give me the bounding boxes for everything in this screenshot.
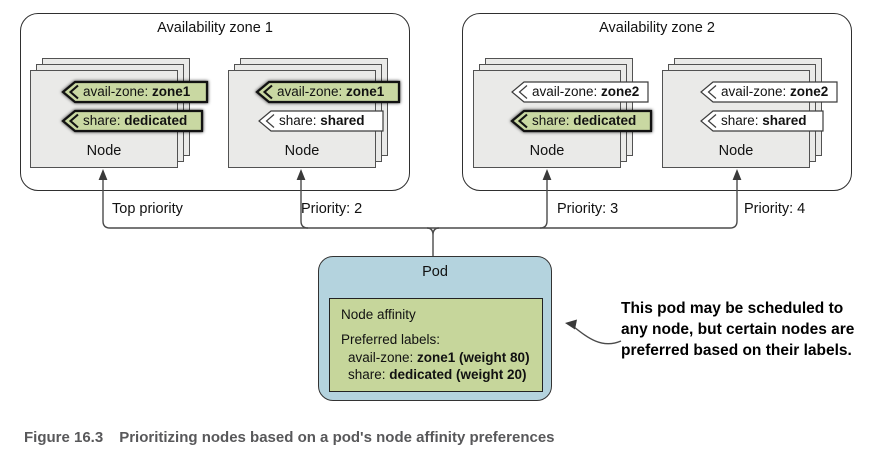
annotation-arrowhead [565,319,577,330]
annotation-text: This pod may be scheduled to any node, b… [621,300,855,359]
tag-text: share: shared [279,113,365,128]
connector-pod-drop [426,227,440,256]
preferred-label-share: share: dedicated (weight 20) [348,367,527,382]
figure-caption: Figure 16.3 Prioritizing nodes based on a… [24,429,555,446]
zone-2-title: Availability zone 2 [599,20,715,36]
node-label: Node [86,143,122,159]
tag-arrow-icon [510,109,653,133]
node-label: Node [284,143,320,159]
priority-label-4: Priority: 4 [744,201,806,217]
label-tag-availzone-zone1: avail-zone: zone1 [61,80,209,104]
zone-1-title: Availability zone 1 [157,20,273,36]
priority-label-3: Priority: 3 [557,201,619,217]
tag-arrow-icon [258,110,384,132]
node-label: Node [718,143,754,159]
pod-title: Pod [422,264,448,280]
tag-text: avail-zone: zone1 [83,84,191,99]
node-affinity-title: Node affinity [341,307,416,322]
tag-arrow-icon [61,109,204,133]
label-tag-share-dedicated: avail-zone: share: dedicated [61,109,204,133]
label-tag-share-shared: share: shared [700,110,824,132]
node-affinity-box: Node affinity Preferred labels: avail-zo… [329,298,543,392]
node-label: Node [529,143,565,159]
preferred-label-availzone: avail-zone: zone1 (weight 80) [348,350,530,365]
annotation-arrow-line [573,326,622,345]
pod-box: Pod Node affinity Preferred labels: avai… [318,256,552,401]
tag-text: share: dedicated [532,113,637,128]
tag-arrow-icon [511,81,649,103]
tag-text: avail-zone: zone1 [277,84,385,99]
priority-label-top: Top priority [112,201,183,217]
tag-text: avail-zone: share: dedicated [83,113,188,128]
label-tag-share-dedicated: share: dedicated [510,109,653,133]
label-tag-availzone-zone2: avail-zone: zone2 [511,81,649,103]
priority-label-2: Priority: 2 [301,201,363,217]
figure-caption-label: Figure 16.3 [24,429,104,446]
label-tag-availzone-zone1: avail-zone: zone1 [255,80,401,104]
tag-arrow-icon [700,110,824,132]
preferred-labels-heading: Preferred labels: [341,332,441,347]
figure-caption-text: Prioritizing nodes based on a pod's node… [119,429,555,446]
tag-arrow-icon [700,81,838,103]
label-tag-share-shared: share: shared [258,110,384,132]
tag-text: avail-zone: zone2 [721,84,829,99]
tag-text: share: shared [721,113,807,128]
tag-arrow-icon [255,80,401,104]
tag-arrow-icon [61,80,209,104]
tag-text: avail-zone: zone2 [532,84,640,99]
label-tag-availzone-zone2: avail-zone: zone2 [700,81,838,103]
